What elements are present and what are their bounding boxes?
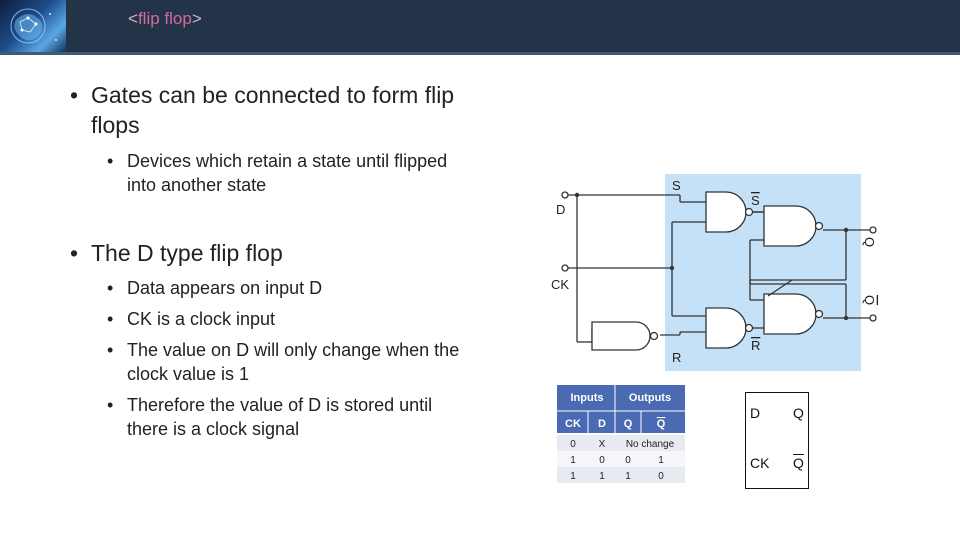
bullet-dot-icon: •: [107, 278, 114, 298]
table-cell: 0: [570, 439, 576, 450]
truth-table: Inputs Outputs CK D Q Q 0 X No change 1 …: [557, 385, 685, 495]
symbol-label-ck: CK: [750, 455, 770, 471]
label-r-bar: R: [751, 338, 760, 353]
table-cell: 1: [625, 471, 631, 482]
bullet-item: • Therefore the value of D is stored unt…: [107, 395, 433, 439]
brain-logo-icon: [0, 0, 66, 52]
bullet-dot-icon: •: [70, 240, 79, 266]
header-divider: [0, 52, 960, 55]
table-cell: 0: [625, 455, 631, 466]
page-title: <flip flop>: [128, 9, 202, 28]
label-ck: CK: [551, 277, 569, 292]
table-col-ck: CK: [565, 418, 581, 430]
table-col-d: D: [598, 418, 606, 430]
table-cell: 1: [570, 455, 576, 466]
bullet-dot-icon: •: [107, 340, 114, 360]
table-col-q-bar: Q: [657, 418, 666, 430]
table-cell: 0: [599, 455, 605, 466]
d-flip-flop-circuit-diagram: D CK S S R R Q Q: [551, 174, 877, 371]
table-cell: 1: [658, 455, 664, 466]
table-cell: X: [599, 439, 606, 450]
bullet-dot-icon: •: [70, 82, 79, 108]
bullet-item: • The value on D will only change when t…: [107, 340, 460, 384]
label-q-bar: Q: [862, 295, 877, 305]
table-cell: 0: [658, 471, 664, 482]
table-header-outputs: Outputs: [629, 392, 671, 404]
label-s-bar: S: [751, 193, 760, 208]
bullet-item: • The D type flip flop: [70, 240, 283, 266]
table-cell: 1: [599, 471, 605, 482]
d-flip-flop-symbol: D Q CK Q: [745, 392, 809, 489]
symbol-label-d: D: [750, 405, 761, 421]
bullet-item: • CK is a clock input: [107, 309, 276, 329]
bullet-dot-icon: •: [107, 309, 114, 329]
table-cell: No change: [626, 439, 675, 450]
bullet-dot-icon: •: [107, 151, 114, 171]
label-s: S: [672, 178, 681, 193]
label-q: Q: [862, 237, 877, 247]
label-d: D: [556, 202, 565, 217]
bullet-item: • Devices which retain a state until fli…: [107, 151, 448, 195]
symbol-label-q-bar: Q: [793, 455, 804, 471]
label-r: R: [672, 350, 681, 365]
truth-table-header: [557, 385, 685, 433]
bullet-dot-icon: •: [107, 395, 114, 415]
bullet-item: • Data appears on input D: [107, 278, 323, 298]
table-col-q: Q: [624, 418, 633, 430]
symbol-label-q: Q: [793, 405, 804, 421]
table-header-inputs: Inputs: [571, 392, 604, 404]
circuit-panel: [665, 174, 861, 371]
header-bar: <flip flop>: [0, 0, 960, 52]
table-cell: 1: [570, 471, 576, 482]
